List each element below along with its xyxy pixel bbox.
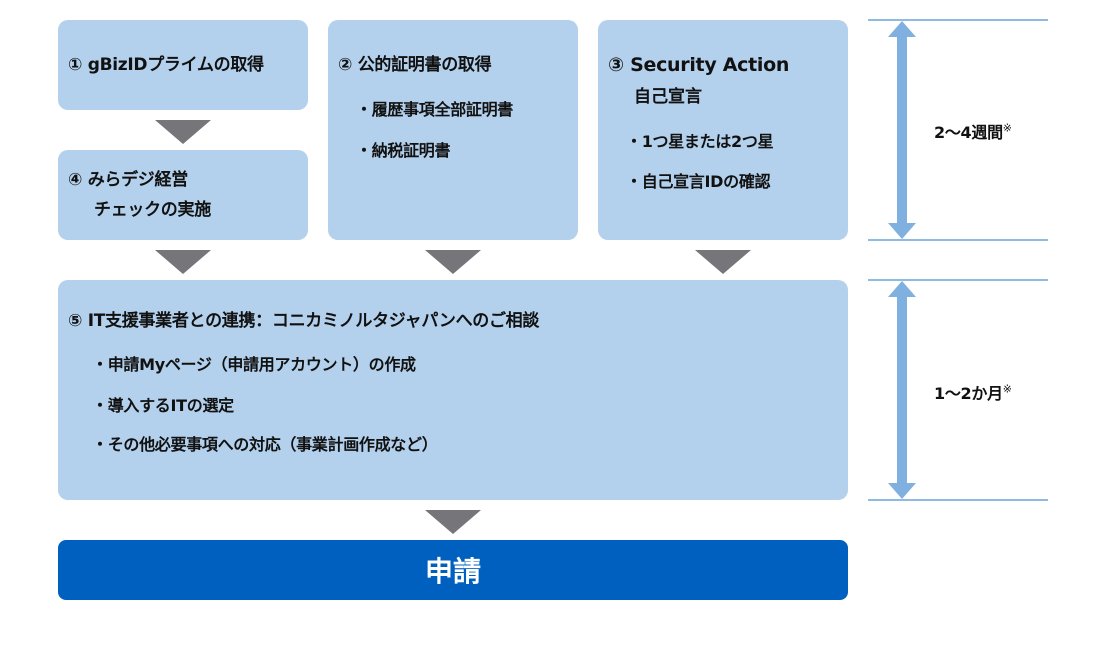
duration-bottom-line (868, 239, 1048, 241)
step-5-bullet: ・申請Myページ（申請用アカウント）の作成 (92, 355, 416, 374)
duration-label-2: 1～2か月※ (934, 382, 1012, 403)
apply-step: 申請 (58, 540, 848, 600)
step-2-title: ② 公的証明書の取得 (338, 55, 492, 75)
step-3-bullet: ・1つ星または2つ星 (626, 132, 774, 151)
duration-top-line (868, 279, 1048, 281)
step-2-bullet: ・履歴事項全部証明書 (356, 100, 514, 119)
duration-label-1: 2～4週間※ (934, 121, 1012, 142)
step-3-bullet: ・自己宣言IDの確認 (626, 172, 771, 191)
duration-bottom-line (868, 499, 1048, 501)
step-5-box: ⑤ IT支援事業者との連携：コニカミノルタジャパンへのご相談 ・申請Myページ（… (58, 280, 848, 500)
apply-label: 申請 (424, 555, 481, 588)
arrow-down-icon (695, 250, 751, 274)
step-4-title-line1: ④ みらデジ経営 (68, 170, 188, 190)
step-2-bullet: ・納税証明書 (356, 141, 451, 160)
arrow-down-icon (155, 250, 211, 274)
step-5-bullet: ・その他必要事項への対応（事業計画作成など） (92, 435, 438, 454)
step-1-box: ① gBizIDプライムの取得 (58, 20, 308, 110)
double-arrow-icon (888, 21, 916, 239)
arrow-down-icon (425, 510, 481, 534)
step-2-box: ② 公的証明書の取得 ・履歴事項全部証明書 ・納税証明書 (328, 20, 578, 240)
arrow-down-icon (425, 250, 481, 274)
step-3-subtitle: 自己宣言 (634, 87, 702, 107)
double-arrow-icon (888, 281, 916, 499)
arrow-down-icon (155, 120, 211, 144)
step-5-bullet: ・導入するITの選定 (92, 396, 234, 415)
step-3-box: ③ Security Action 自己宣言 ・1つ星または2つ星 ・自己宣言I… (598, 20, 848, 240)
step-1-title: ① gBizIDプライムの取得 (68, 55, 264, 75)
step-4-title-line2: チェックの実施 (94, 200, 211, 220)
step-3-title: ③ Security Action (608, 54, 790, 76)
step-5-title: ⑤ IT支援事業者との連携：コニカミノルタジャパンへのご相談 (68, 311, 540, 331)
step-4-box: ④ みらデジ経営 チェックの実施 (58, 150, 308, 240)
duration-top-line (868, 19, 1048, 21)
